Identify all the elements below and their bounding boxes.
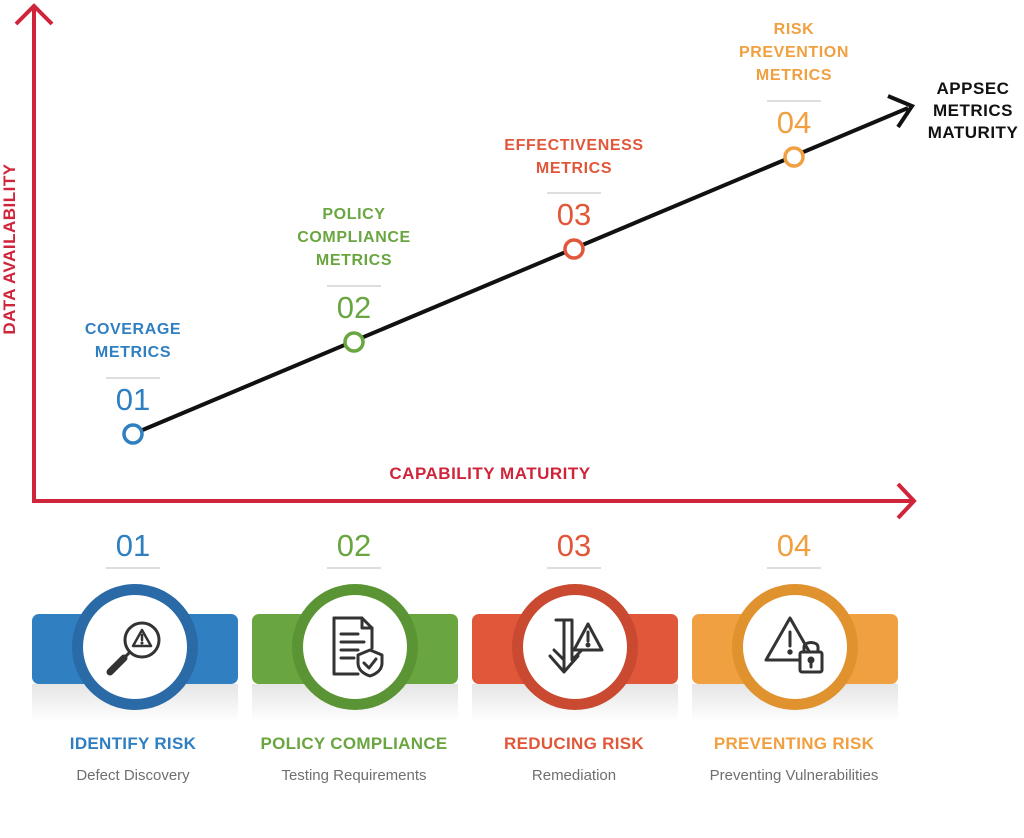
milestone-title-04: RISK PREVENTION METRICS	[694, 18, 894, 87]
milestone-number-02: 02	[336, 290, 372, 325]
down-arrow-warning-icon	[548, 618, 604, 674]
y-axis-label: DATA AVAILABILITY	[0, 163, 19, 335]
card-subtitle-02: Testing Requirements	[281, 767, 427, 784]
card-number-04: 04	[776, 528, 812, 563]
milestone-divider-02	[327, 285, 381, 287]
card-ring-01	[72, 584, 198, 710]
document-shield-icon	[332, 616, 384, 678]
milestone-title-03: EFFECTIVENESS METRICS	[474, 134, 674, 180]
card-number-01: 01	[115, 528, 151, 563]
milestone-point-01	[122, 423, 144, 445]
maturity-line-arrowhead	[887, 94, 916, 129]
y-axis-label-wrap: DATA AVAILABILITY	[0, 154, 20, 344]
milestone-title-line: METRICS	[94, 344, 172, 361]
card-title-04: PREVENTING RISK	[713, 734, 875, 753]
milestone-title-line: EFFECTIVENESS	[504, 137, 644, 154]
milestone-number-01: 01	[115, 382, 151, 417]
magnifier-warning-icon	[106, 621, 161, 676]
milestone-title-line: METRICS	[755, 67, 833, 84]
milestone-title-line: METRICS	[315, 252, 393, 269]
milestone-title-line: RISK	[773, 21, 815, 38]
milestone-title-line: METRICS	[535, 160, 613, 177]
x-axis-label: CAPABILITY MATURITY	[389, 464, 591, 483]
card-number-02: 02	[336, 528, 372, 563]
milestone-title-01: COVERAGE METRICS	[33, 318, 233, 364]
milestone-number-03: 03	[556, 197, 592, 232]
appsec-maturity-label: APPSEC METRICS MATURITY	[918, 78, 1024, 144]
card-subtitle-04: Preventing Vulnerabilities	[709, 767, 879, 784]
maturity-line	[132, 106, 909, 436]
card-divider-04	[767, 567, 821, 569]
card-title-03: REDUCING RISK	[504, 734, 644, 753]
card-title-01: IDENTIFY RISK	[69, 734, 197, 753]
card-subtitle-01: Defect Discovery	[76, 767, 190, 784]
card-divider-02	[327, 567, 381, 569]
card-ring-02	[292, 584, 418, 710]
milestone-title-line: POLICY	[322, 206, 386, 223]
card-divider-01	[106, 567, 160, 569]
milestone-divider-01	[106, 377, 160, 379]
milestone-title-line: COVERAGE	[84, 321, 182, 338]
milestone-point-03	[563, 238, 585, 260]
card-number-03: 03	[556, 528, 592, 563]
milestone-title-line: COMPLIANCE	[297, 229, 411, 246]
card-title-02: POLICY COMPLIANCE	[260, 734, 448, 753]
x-axis-arrowhead	[896, 482, 917, 520]
milestone-number-04: 04	[776, 105, 812, 140]
end-label-line: APPSEC	[936, 79, 1010, 98]
y-axis-arrowhead	[14, 3, 54, 26]
milestone-title-line: PREVENTION	[738, 44, 849, 61]
card-ring-04	[732, 584, 858, 710]
end-label-line: METRICS	[933, 101, 1013, 120]
milestone-divider-03	[547, 192, 601, 194]
card-ring-03	[512, 584, 638, 710]
card-divider-03	[547, 567, 601, 569]
milestone-divider-04	[767, 100, 821, 102]
milestone-title-02: POLICY COMPLIANCE METRICS	[254, 203, 454, 272]
warning-lock-icon	[764, 616, 824, 674]
end-label-line: MATURITY	[927, 123, 1019, 142]
milestone-point-04	[783, 146, 805, 168]
milestone-point-02	[343, 331, 365, 353]
card-subtitle-03: Remediation	[531, 767, 617, 784]
